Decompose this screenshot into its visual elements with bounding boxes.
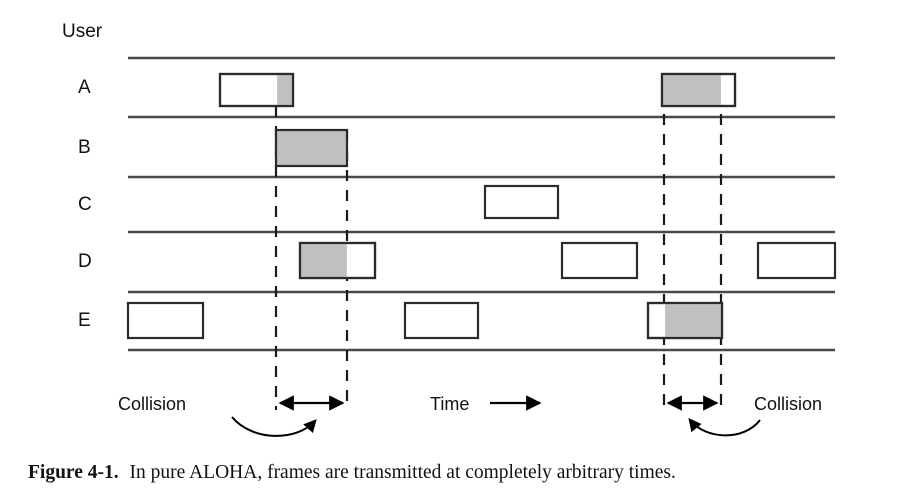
frame-a2-outline xyxy=(660,72,737,108)
frame-d3 xyxy=(756,241,837,280)
frame-a1-outline xyxy=(218,72,295,108)
row-label-b: B xyxy=(78,137,91,158)
row-label-e: E xyxy=(78,310,91,331)
figure-caption: Figure 4-1. In pure ALOHA, frames are tr… xyxy=(28,462,888,484)
frame-d1-outline xyxy=(298,241,377,280)
collision-pointer-curve-right xyxy=(688,417,761,437)
axis-title-user: User xyxy=(62,21,103,42)
row-e-frames xyxy=(126,301,724,340)
row-label-a: A xyxy=(78,77,91,98)
frame-b1 xyxy=(274,128,349,168)
frame-c1 xyxy=(483,184,560,220)
frame-e3-outline xyxy=(646,301,724,340)
row-label-d: D xyxy=(78,251,92,272)
baseline-group xyxy=(128,56,835,352)
frame-d2 xyxy=(560,241,639,280)
row-c-frames xyxy=(483,184,560,220)
figure-caption-text: In pure ALOHA, frames are transmitted at… xyxy=(129,462,676,483)
frame-d1-collision-shade xyxy=(301,244,347,277)
row-d-frames xyxy=(298,241,837,280)
row-a-frames xyxy=(218,72,737,108)
time-axis-label: Time xyxy=(430,394,469,414)
frame-e3-collision-shade xyxy=(665,304,721,337)
collision-label-left: Collision xyxy=(118,394,186,414)
figure-caption-number: Figure 4-1. xyxy=(28,462,119,483)
row-b-frames xyxy=(274,128,349,168)
collision-label-right: Collision xyxy=(754,394,822,414)
aloha-timeline-diagram: User A B C D E xyxy=(62,21,837,437)
frame-e1 xyxy=(126,301,205,340)
row-label-c: C xyxy=(78,194,92,215)
frame-a1-collision-shade xyxy=(277,75,292,105)
frame-e2 xyxy=(403,301,480,340)
frame-a2-collision-shade xyxy=(663,75,721,105)
collision-pointer-curve-left xyxy=(231,416,317,437)
